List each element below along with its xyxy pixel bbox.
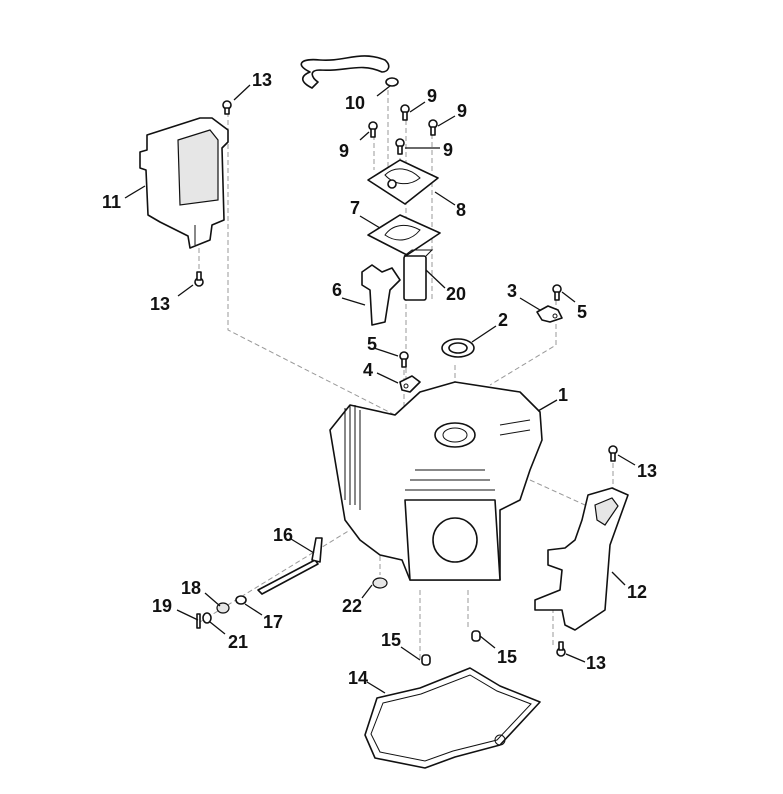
callout-6: 6	[332, 280, 342, 300]
part-1-crankcase[interactable]	[329, 381, 543, 581]
callout-13: 13	[637, 461, 657, 481]
callout-13: 13	[586, 653, 606, 673]
part-2-oil-seal[interactable]	[441, 338, 475, 358]
callout-7: 7	[350, 198, 360, 218]
callout-11: 11	[102, 192, 121, 212]
callout-1: 1	[558, 385, 568, 405]
callout-5: 5	[367, 334, 377, 354]
callout-5: 5	[577, 302, 587, 322]
part-17-washer[interactable]	[235, 595, 247, 605]
callout-9: 9	[443, 140, 453, 160]
part-5-screw[interactable]	[399, 351, 409, 368]
callout-12: 12	[627, 582, 647, 602]
part-15-dowel-pin[interactable]	[421, 654, 431, 666]
callout-13: 13	[150, 294, 170, 314]
part-15-dowel-pin[interactable]	[471, 630, 481, 642]
callout-9: 9	[339, 141, 349, 161]
part-9-screw[interactable]	[395, 138, 405, 155]
part-12-side-shroud[interactable]	[534, 487, 629, 631]
part-13-screw[interactable]	[608, 445, 618, 462]
part-20-filter-element[interactable]	[403, 249, 434, 301]
callout-2: 2	[498, 310, 508, 330]
callout-9: 9	[427, 86, 437, 106]
part-19-clip[interactable]	[196, 613, 201, 629]
part-6-baffle[interactable]	[361, 264, 401, 326]
part-22-plug[interactable]	[372, 577, 388, 589]
part-3-bracket[interactable]	[536, 305, 563, 323]
callout-13: 13	[252, 70, 272, 90]
callout-16: 16	[273, 525, 293, 545]
part-9-screw[interactable]	[428, 119, 438, 136]
callout-10: 10	[345, 93, 365, 113]
part-13-screw[interactable]	[194, 271, 204, 287]
part-8-breather-cover[interactable]	[367, 159, 439, 205]
part-9-screw[interactable]	[368, 121, 378, 138]
part-11-cylinder-shroud[interactable]	[139, 117, 229, 249]
callout-15: 15	[381, 630, 401, 650]
part-7-gasket[interactable]	[367, 214, 441, 256]
callout-21: 21	[228, 632, 248, 652]
part-4-clip[interactable]	[399, 375, 421, 393]
callout-15: 15	[497, 647, 517, 667]
part-13-screw[interactable]	[222, 100, 232, 115]
part-21-washer[interactable]	[202, 612, 212, 624]
callout-8: 8	[456, 200, 466, 220]
callout-17: 17	[263, 612, 283, 632]
part-13-screw[interactable]	[556, 641, 566, 657]
callout-14: 14	[348, 668, 368, 688]
leader-lines	[124, 84, 636, 694]
part-5-screw[interactable]	[552, 284, 562, 301]
callout-22: 22	[342, 596, 362, 616]
part-14-crankcase-gasket[interactable]	[364, 667, 541, 769]
callout-3: 3	[507, 281, 517, 301]
callout-20: 20	[446, 284, 466, 304]
cooling-fins	[344, 405, 361, 510]
callout-19: 19	[152, 596, 172, 616]
callouts: 13 11 13 10 9 9 9 9 8 7 6 20 3 5 2 5 4 1…	[102, 70, 657, 688]
callout-18: 18	[181, 578, 201, 598]
part-16-pin[interactable]	[257, 537, 323, 595]
callout-9: 9	[457, 101, 467, 121]
part-9-screw[interactable]	[400, 104, 410, 121]
callout-4: 4	[363, 360, 373, 380]
part-10-breather-hose[interactable]	[300, 55, 399, 89]
